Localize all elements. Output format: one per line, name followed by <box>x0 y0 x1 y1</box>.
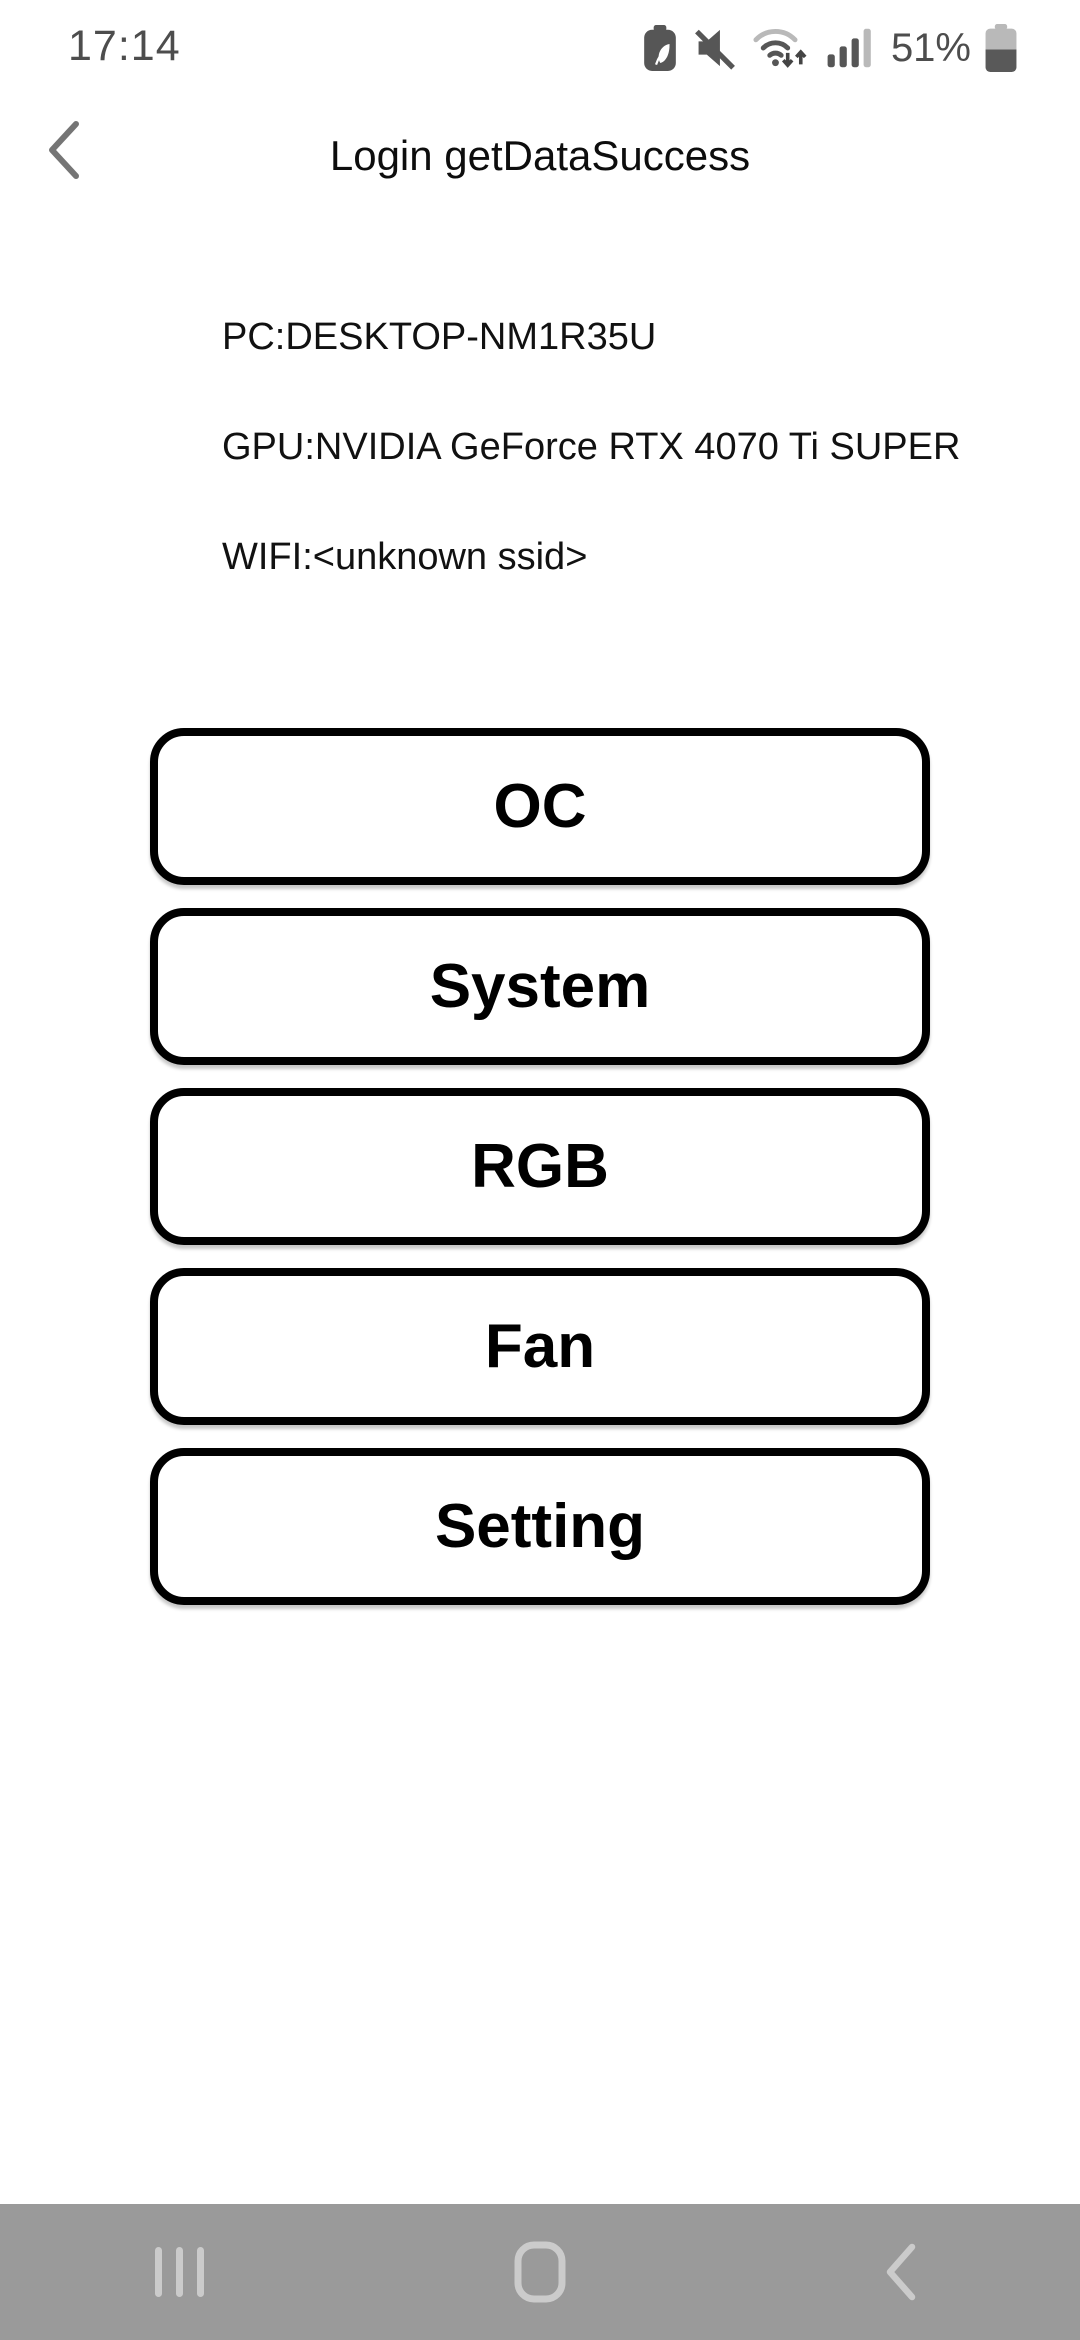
header: Login getDataSuccess <box>0 96 1080 236</box>
rgb-button[interactable]: RGB <box>150 1088 930 1245</box>
nav-recents-button[interactable] <box>0 2204 360 2340</box>
wifi-icon <box>751 23 813 73</box>
back-chevron-icon[interactable] <box>40 118 86 182</box>
wifi-info-text: WIFI:<unknown ssid> <box>222 536 588 578</box>
status-icons: 51% <box>641 0 1018 96</box>
mute-icon <box>692 25 738 71</box>
fan-button[interactable]: Fan <box>150 1268 930 1425</box>
gpu-info-text: GPU:NVIDIA GeForce RTX 4070 Ti SUPER <box>222 426 961 468</box>
status-bar: 17:14 <box>0 0 1080 96</box>
back-icon <box>880 2243 920 2301</box>
battery-saver-icon <box>641 24 679 72</box>
system-button[interactable]: System <box>150 908 930 1065</box>
nav-home-button[interactable] <box>360 2204 720 2340</box>
oc-button[interactable]: OC <box>150 728 930 885</box>
recents-icon <box>149 2245 211 2299</box>
nav-back-button[interactable] <box>720 2204 1080 2340</box>
page-title: Login getDataSuccess <box>329 132 751 179</box>
pc-info-text: PC:DESKTOP-NM1R35U <box>222 316 657 358</box>
battery-percent: 51% <box>890 25 971 70</box>
setting-button[interactable]: Setting <box>150 1448 930 1605</box>
status-time: 17:14 <box>68 22 181 70</box>
battery-icon <box>984 23 1018 73</box>
android-nav-bar <box>0 2204 1080 2340</box>
signal-icon <box>826 24 874 72</box>
home-icon <box>514 2241 566 2303</box>
